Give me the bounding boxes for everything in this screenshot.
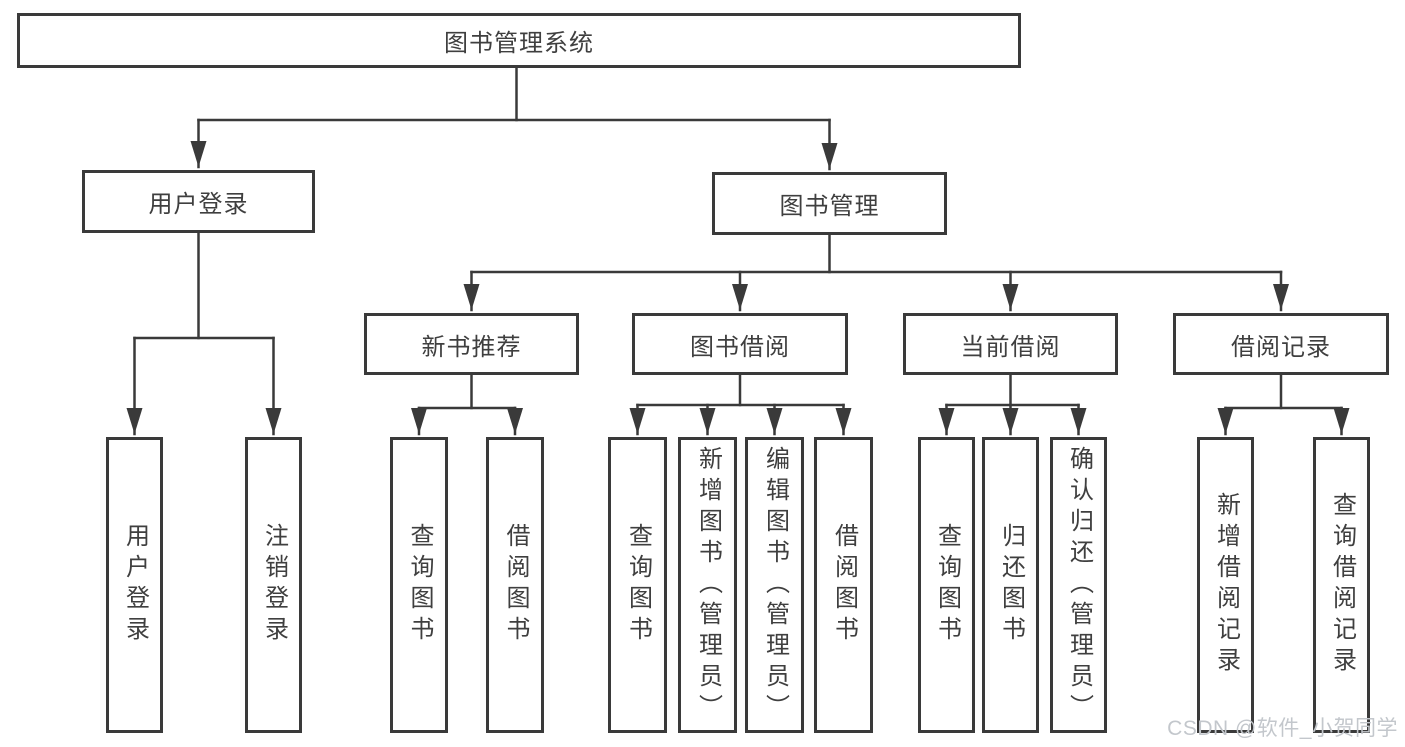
node-label: 用户登录 [121,523,149,647]
node-label: 图书管理 [779,193,880,220]
node-library-management-system: 图书管理系统 [17,13,1021,68]
node-label: 借阅图书 [502,523,529,647]
node-label: 新增借阅记录 [1212,492,1240,678]
node-label: 图书管理系统 [444,30,594,57]
node-borrowing-records: 借阅记录 [1173,313,1389,375]
node-label: 新书推荐 [421,333,522,361]
csdn-watermark: CSDN @软件_小贺同学 [1167,717,1398,740]
leaf-query-borrowing-record: 查询借阅记录 [1313,437,1370,733]
node-label: 归还图书 [997,523,1025,647]
leaf-return-book: 归还图书 [982,437,1039,733]
node-label: 注销登录 [260,523,288,647]
node-book-management: 图书管理 [712,172,947,235]
node-book-borrowing: 图书借阅 [632,313,848,375]
leaf-query-books-borrowing: 查询图书 [608,437,667,733]
connector-borrowing-records-children [1217,373,1350,436]
node-label: 查询图书 [933,523,961,647]
leaf-add-book-admin: 新增图书（管理员） [678,437,737,733]
connector-book-borrowing-children [629,373,852,436]
node-label: 确认归还（管理员） [1065,445,1093,725]
node-label: 查询图书 [624,523,652,647]
node-label: 用户登录 [148,191,249,218]
leaf-borrow-books-borrowing: 借阅图书 [814,437,873,733]
node-label: 借阅记录 [1231,333,1331,361]
leaf-confirm-return-admin: 确认归还（管理员） [1050,437,1107,733]
leaf-user-login: 用户登录 [106,437,163,733]
leaf-borrow-books-recommendation: 借阅图书 [486,437,544,733]
node-label: 查询图书 [406,523,433,647]
node-label: 图书借阅 [690,333,790,361]
node-label: 借阅图书 [830,523,858,647]
connector-book-management-children [463,233,1289,312]
node-label: 编辑图书（管理员） [761,445,789,725]
leaf-add-borrowing-record: 新增借阅记录 [1197,437,1254,733]
connector-user-login-children [126,231,282,436]
leaf-edit-book-admin: 编辑图书（管理员） [745,437,804,733]
leaf-query-books-recommendation: 查询图书 [390,437,448,733]
node-label: 查询借阅记录 [1328,492,1356,678]
connector-current-borrowing-children [938,373,1087,436]
node-current-borrowing: 当前借阅 [903,313,1118,375]
connector-recommendation-children [411,373,523,436]
leaf-query-books-current: 查询图书 [918,437,975,733]
connector-root-to-level2 [190,66,838,171]
node-label: 新增图书（管理员） [694,445,722,725]
node-label: 当前借阅 [960,333,1061,361]
node-user-login: 用户登录 [82,170,315,233]
leaf-logout: 注销登录 [245,437,302,733]
node-new-book-recommendation: 新书推荐 [364,313,579,375]
